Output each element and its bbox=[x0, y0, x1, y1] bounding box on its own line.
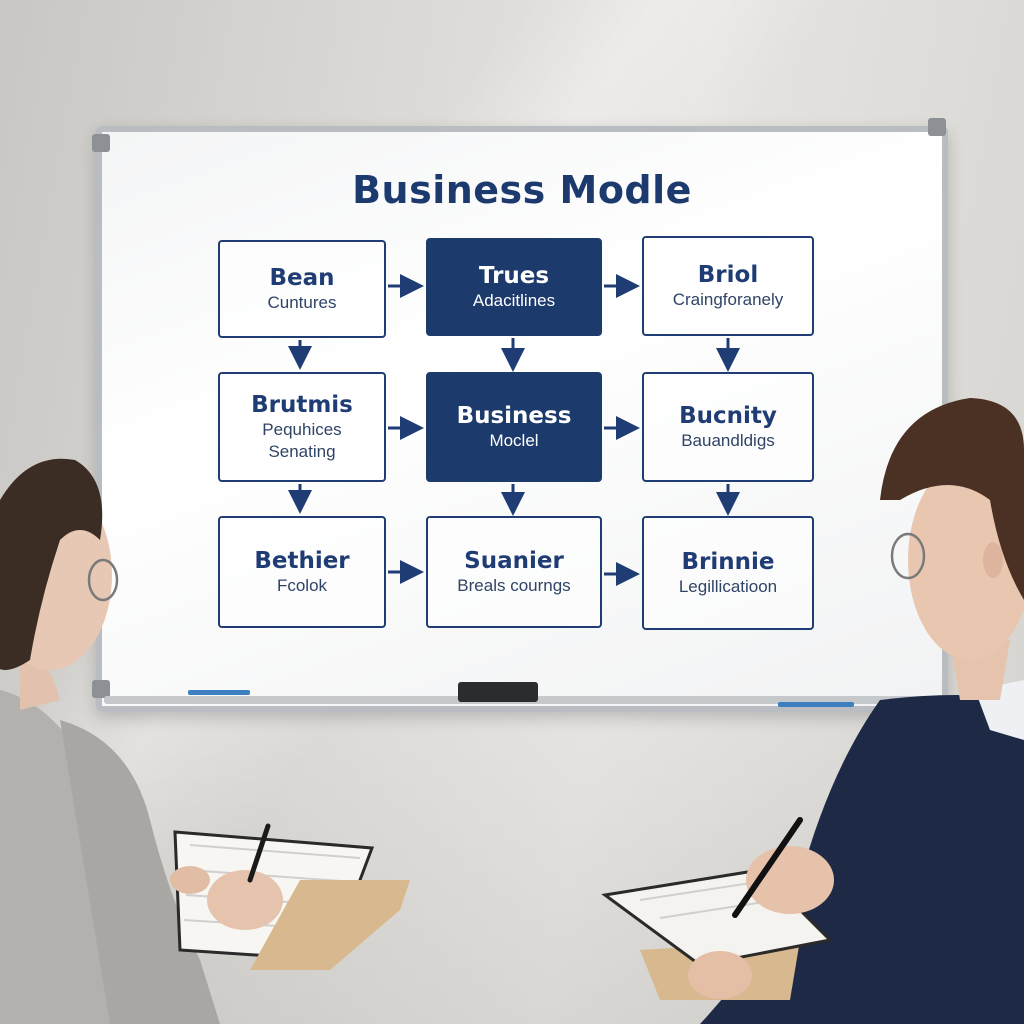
flow-node-subtitle: Adacitlines bbox=[472, 291, 556, 310]
eraser bbox=[458, 682, 538, 702]
flow-node-title: Business bbox=[456, 403, 572, 429]
flow-node-subtitle: Pequhices bbox=[262, 420, 342, 439]
flow-node-title: Briol bbox=[697, 262, 759, 288]
flow-node-subtitle: Senating bbox=[268, 442, 336, 461]
flow-node-title: Trues bbox=[478, 263, 550, 289]
flow-node-subtitle: Fcolok bbox=[276, 576, 328, 595]
flow-node-title: Bean bbox=[269, 265, 335, 291]
flow-node-subtitle: Legillicatioon bbox=[678, 577, 778, 596]
flow-node-subtitle: Breals courngs bbox=[457, 576, 571, 595]
flow-node-title: Brinnie bbox=[681, 549, 775, 575]
flow-node-subtitle: Craingforanely bbox=[672, 290, 784, 309]
flow-node-title: Bethier bbox=[254, 548, 350, 574]
board-corner-bottom-left bbox=[92, 680, 110, 698]
marker-right bbox=[778, 702, 854, 707]
marker-left bbox=[188, 690, 250, 695]
flow-node-subtitle: Bauandldigs bbox=[681, 431, 775, 450]
board-title: Business Modle bbox=[352, 168, 692, 212]
flow-node-subtitle: Moclel bbox=[489, 431, 539, 450]
board-corner-top-right bbox=[928, 118, 946, 136]
flow-node-title: Suanier bbox=[464, 548, 564, 574]
flow-node-title: Brutmis bbox=[251, 392, 353, 418]
flow-node-title: Bucnity bbox=[679, 403, 777, 429]
flow-node-subtitle: Cuntures bbox=[267, 293, 337, 312]
board-corner-top-left bbox=[92, 134, 110, 152]
